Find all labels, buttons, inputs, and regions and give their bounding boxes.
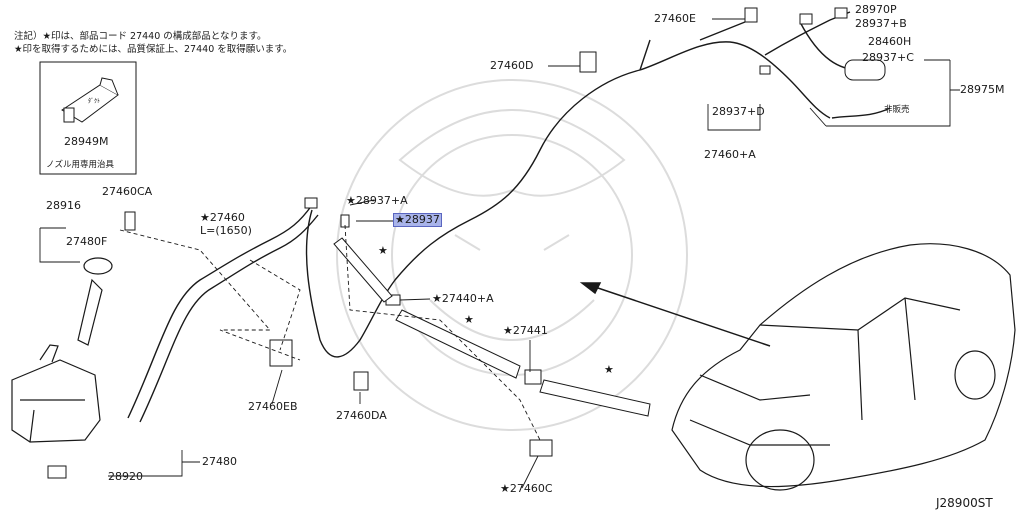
- nozzle-tool-icon: ﾀﾞｸﾄ: [61, 77, 119, 123]
- callout-28937B: 28937+B: [855, 17, 907, 30]
- leader-lines: [39, 18, 960, 489]
- star-marker-2: ★: [464, 313, 474, 326]
- callout-27480: 27480: [202, 455, 237, 468]
- callout-28937D: 28937+D: [712, 105, 765, 118]
- inset-part-number: 28949M: [64, 135, 109, 148]
- callout-28937A: ★28937+A: [346, 194, 408, 207]
- callout-27441: ★27441: [503, 324, 548, 337]
- star-marker-3: ★: [604, 363, 614, 376]
- callout-28937-highlighted[interactable]: ★28937: [393, 213, 442, 227]
- inset-frame: [39, 61, 137, 175]
- callout-27460E: 27460E: [654, 12, 696, 25]
- callout-length: L=(1650): [200, 224, 252, 237]
- filler-tube: [77, 257, 113, 346]
- callout-28916: 28916: [46, 199, 81, 212]
- hose-connectors: [47, 7, 886, 479]
- callout-28920: 28920: [108, 470, 143, 483]
- location-arrow: [579, 282, 771, 347]
- callout-27460: ★27460: [200, 211, 245, 224]
- leader-dashes: [119, 224, 541, 441]
- callout-28975M: 28975M: [960, 83, 1005, 96]
- callout-27460A: 27460+A: [704, 148, 756, 161]
- washer-tank: [11, 344, 101, 443]
- callout-28460H: 28460H: [868, 35, 912, 48]
- callout-27460D: 27460D: [490, 59, 534, 72]
- callout-27480F: 27480F: [66, 235, 108, 248]
- callout-28970P: 28970P: [855, 3, 897, 16]
- nozzle-bars: [333, 237, 651, 417]
- inset-device-text: ﾀﾞｸﾄ: [88, 98, 100, 105]
- callout-27460C: ★27460C: [500, 482, 553, 495]
- watermark-emblem: [336, 79, 688, 431]
- note-line-1: 注記）★印は、部品コード 27440 の構成部品となります。: [14, 31, 267, 42]
- callout-28937C: 28937+C: [862, 51, 914, 64]
- callout-27460EB: 27460EB: [248, 400, 298, 413]
- diagram-code: J28900ST: [936, 496, 993, 510]
- washer-hose: [127, 11, 891, 423]
- vehicle-outline: [671, 243, 1016, 491]
- star-marker-1: ★: [378, 244, 388, 257]
- callout-27460DA: 27460DA: [336, 409, 387, 422]
- callout-27460CA: 27460CA: [102, 185, 153, 198]
- note-line-2: ★印を取得するためには、品質保証上、27440 を取得願います。: [14, 44, 293, 55]
- inset-caption: ノズル用専用治具: [46, 160, 115, 170]
- callout-27440A: ★27440+A: [432, 292, 494, 305]
- callout-not-for-sale: 非販売: [884, 105, 910, 115]
